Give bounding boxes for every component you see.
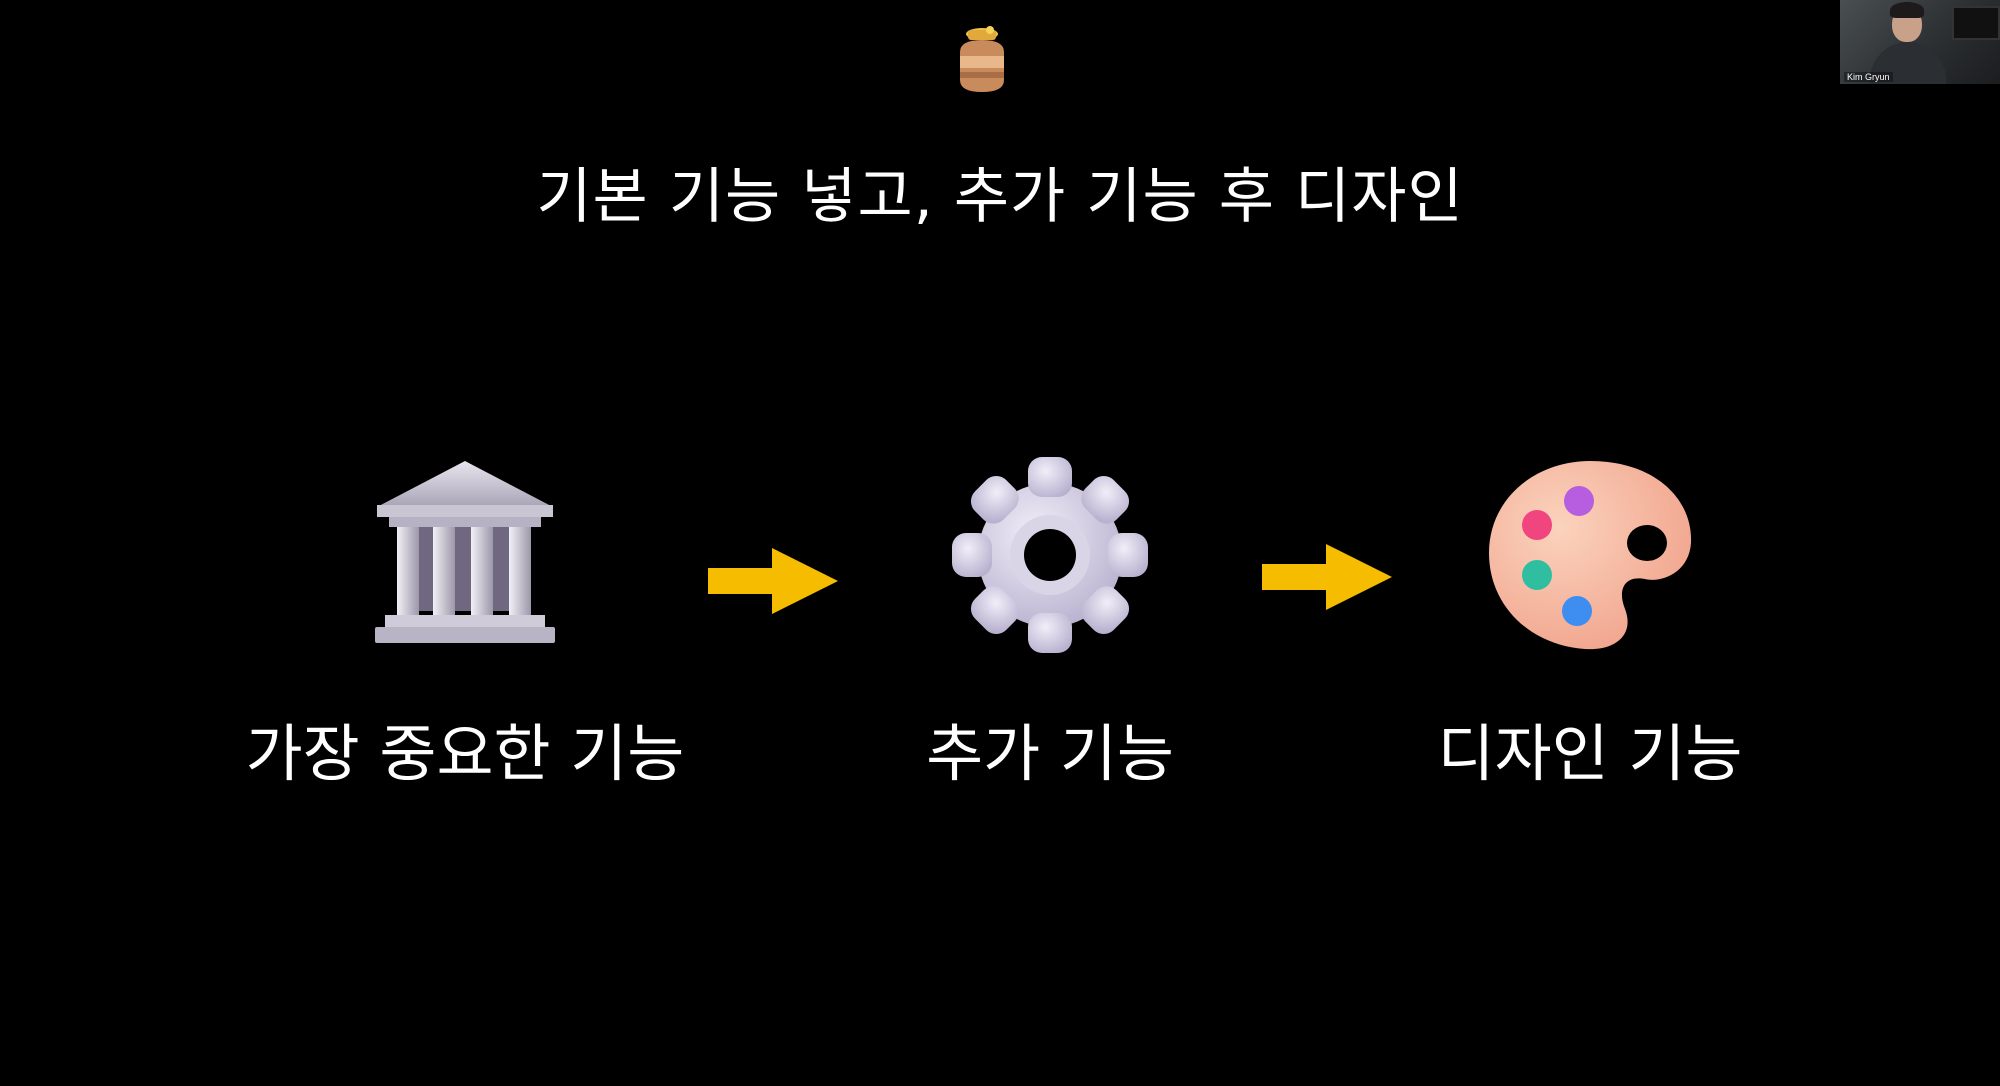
slide-title: 기본 기능 넣고, 추가 기능 후 디자인 — [536, 162, 1464, 232]
gear-icon — [952, 457, 1148, 653]
step-most-important-feature: 가장 중요한 기능 — [200, 455, 730, 793]
step-label: 디자인 기능 — [1437, 717, 1743, 790]
step-label: 가장 중요한 기능 — [245, 717, 685, 790]
background-monitor — [1952, 6, 2000, 40]
right-arrow-icon — [1262, 544, 1392, 610]
participant-name: Kim Gryun — [1844, 72, 1893, 82]
classical-building-icon — [375, 461, 555, 643]
artist-palette-icon — [1489, 461, 1692, 650]
step-label: 추가 기능 — [926, 717, 1174, 790]
right-arrow-icon — [708, 548, 838, 614]
honey-pot-icon — [960, 26, 1004, 92]
participant-video-thumbnail[interactable]: Kim Gryun — [1840, 0, 2000, 84]
step-design-feature: 디자인 기능 — [1390, 455, 1790, 793]
step-additional-feature: 추가 기능 — [850, 455, 1250, 793]
participant-hair — [1890, 2, 1924, 18]
